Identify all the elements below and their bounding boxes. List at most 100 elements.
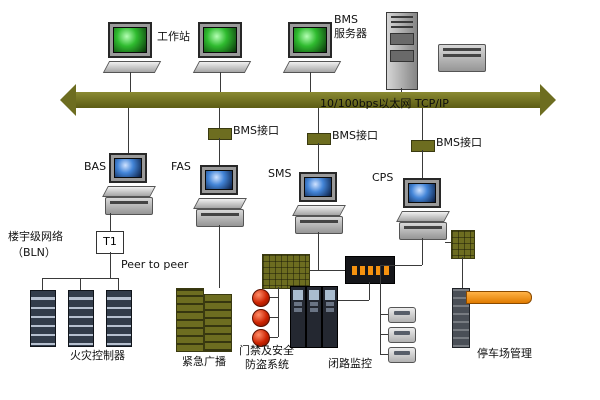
connector-line (220, 72, 221, 92)
parking-controller-box (451, 230, 475, 259)
parking-label: 停车场管理 (477, 347, 532, 360)
cctv-label: 闭路监控 (328, 357, 372, 370)
connector-line (380, 314, 388, 315)
ethernet-bus (76, 92, 540, 108)
cps-printer (399, 222, 447, 240)
connector-line (268, 337, 278, 338)
connector-line (422, 108, 423, 140)
printer-slot (443, 54, 481, 57)
bms-interface-box-3 (411, 140, 435, 152)
connector-line (318, 143, 319, 172)
connector-line (268, 317, 278, 318)
sms-printer (295, 216, 343, 234)
monitor-screen (325, 290, 335, 300)
station-label-fas: FAS (171, 160, 191, 173)
printer-slot (300, 220, 338, 223)
alarm-sensor-2 (252, 309, 270, 327)
bln-network-label-line1: 楼宇级网络 (8, 230, 63, 243)
server-drive-bay (390, 33, 414, 45)
keyboard (192, 61, 252, 73)
connector-line (268, 297, 278, 298)
connector-line (219, 138, 220, 165)
indicator-dot (359, 265, 365, 275)
workstation-computer-2 (198, 22, 242, 58)
alarm-sensor-3 (252, 329, 270, 347)
keyboard (102, 61, 162, 73)
connector-line (318, 108, 319, 133)
bas-printer (105, 197, 153, 215)
connector-line (80, 278, 81, 290)
access-security-label-line1: 门禁及安全 (239, 344, 294, 357)
connector-line (332, 300, 369, 301)
keyboard (396, 211, 450, 222)
station-label-bas: BAS (84, 160, 107, 173)
keyboard (282, 61, 342, 73)
emergency-broadcast-label: 紧急广播 (182, 355, 226, 368)
bas-computer (109, 153, 147, 183)
t1-node: T1 (96, 231, 124, 254)
cctv-monitor-1 (290, 286, 306, 348)
cps-computer (403, 178, 441, 208)
connector-line (110, 213, 111, 231)
bus-arrow-right (540, 84, 556, 116)
monitor-panel (310, 302, 318, 306)
monitor-panel (326, 302, 334, 306)
bln-network-label-line2: （BLN） (12, 246, 56, 259)
connector-line (310, 72, 311, 92)
monitor-screen (114, 158, 142, 178)
indicator-dot (383, 265, 389, 275)
reader-slot (394, 311, 410, 315)
cctv-controller-strip (345, 256, 395, 284)
fas-printer (196, 209, 244, 227)
monitor-screen (309, 290, 319, 300)
printer-slot (201, 213, 239, 216)
connector-line (422, 238, 423, 265)
card-reader-3 (388, 347, 416, 363)
server-tower (386, 12, 418, 90)
connector-line (422, 150, 423, 178)
keyboard (102, 186, 156, 197)
connector-line (318, 232, 319, 270)
indicator-dot (375, 265, 381, 275)
indicator-dot (367, 265, 373, 275)
emergency-broadcast-unit-2 (204, 294, 232, 352)
monitor-screen (113, 27, 147, 53)
printer-slot (443, 48, 481, 51)
connector-line (219, 108, 220, 128)
workstation-label: 工作站 (157, 30, 190, 43)
monitor-screen (293, 27, 327, 53)
monitor-panel (294, 302, 302, 306)
ethernet-bus-label: 10/100bps以太网 TCP/IP (320, 97, 449, 110)
connector-line (445, 242, 451, 243)
monitor-panel (310, 308, 318, 312)
server-drive-bay (390, 50, 414, 62)
monitor-screen (304, 177, 332, 197)
connector-line (308, 270, 345, 271)
monitor-screen (408, 183, 436, 203)
fire-controller-label: 火灾控制器 (70, 349, 125, 362)
connector-line (401, 88, 402, 92)
bms-server-label-line2: 服务器 (334, 27, 367, 40)
fire-controller-unit-3 (106, 290, 132, 347)
bms-server-label-line1: BMS (334, 13, 359, 26)
station-label-sms: SMS (268, 167, 292, 180)
printer-slot (404, 226, 442, 229)
monitor-panel (326, 308, 334, 312)
connector-line (42, 278, 43, 290)
connector-line (118, 278, 119, 290)
access-control-unit (262, 254, 310, 289)
cctv-monitor-2 (306, 286, 322, 348)
cctv-monitor-3 (322, 286, 338, 348)
card-reader-2 (388, 327, 416, 343)
printer-slot (110, 201, 148, 204)
card-reader-1 (388, 307, 416, 323)
monitor-screen (293, 290, 303, 300)
connector-line (380, 265, 422, 266)
access-security-label-line2: 防盗系统 (245, 358, 289, 371)
connector-line (219, 225, 220, 288)
reader-slot (394, 331, 410, 335)
parking-barrier-pole (452, 288, 470, 348)
parking-barrier-arm (466, 291, 532, 304)
fire-controller-unit-2 (68, 290, 94, 347)
